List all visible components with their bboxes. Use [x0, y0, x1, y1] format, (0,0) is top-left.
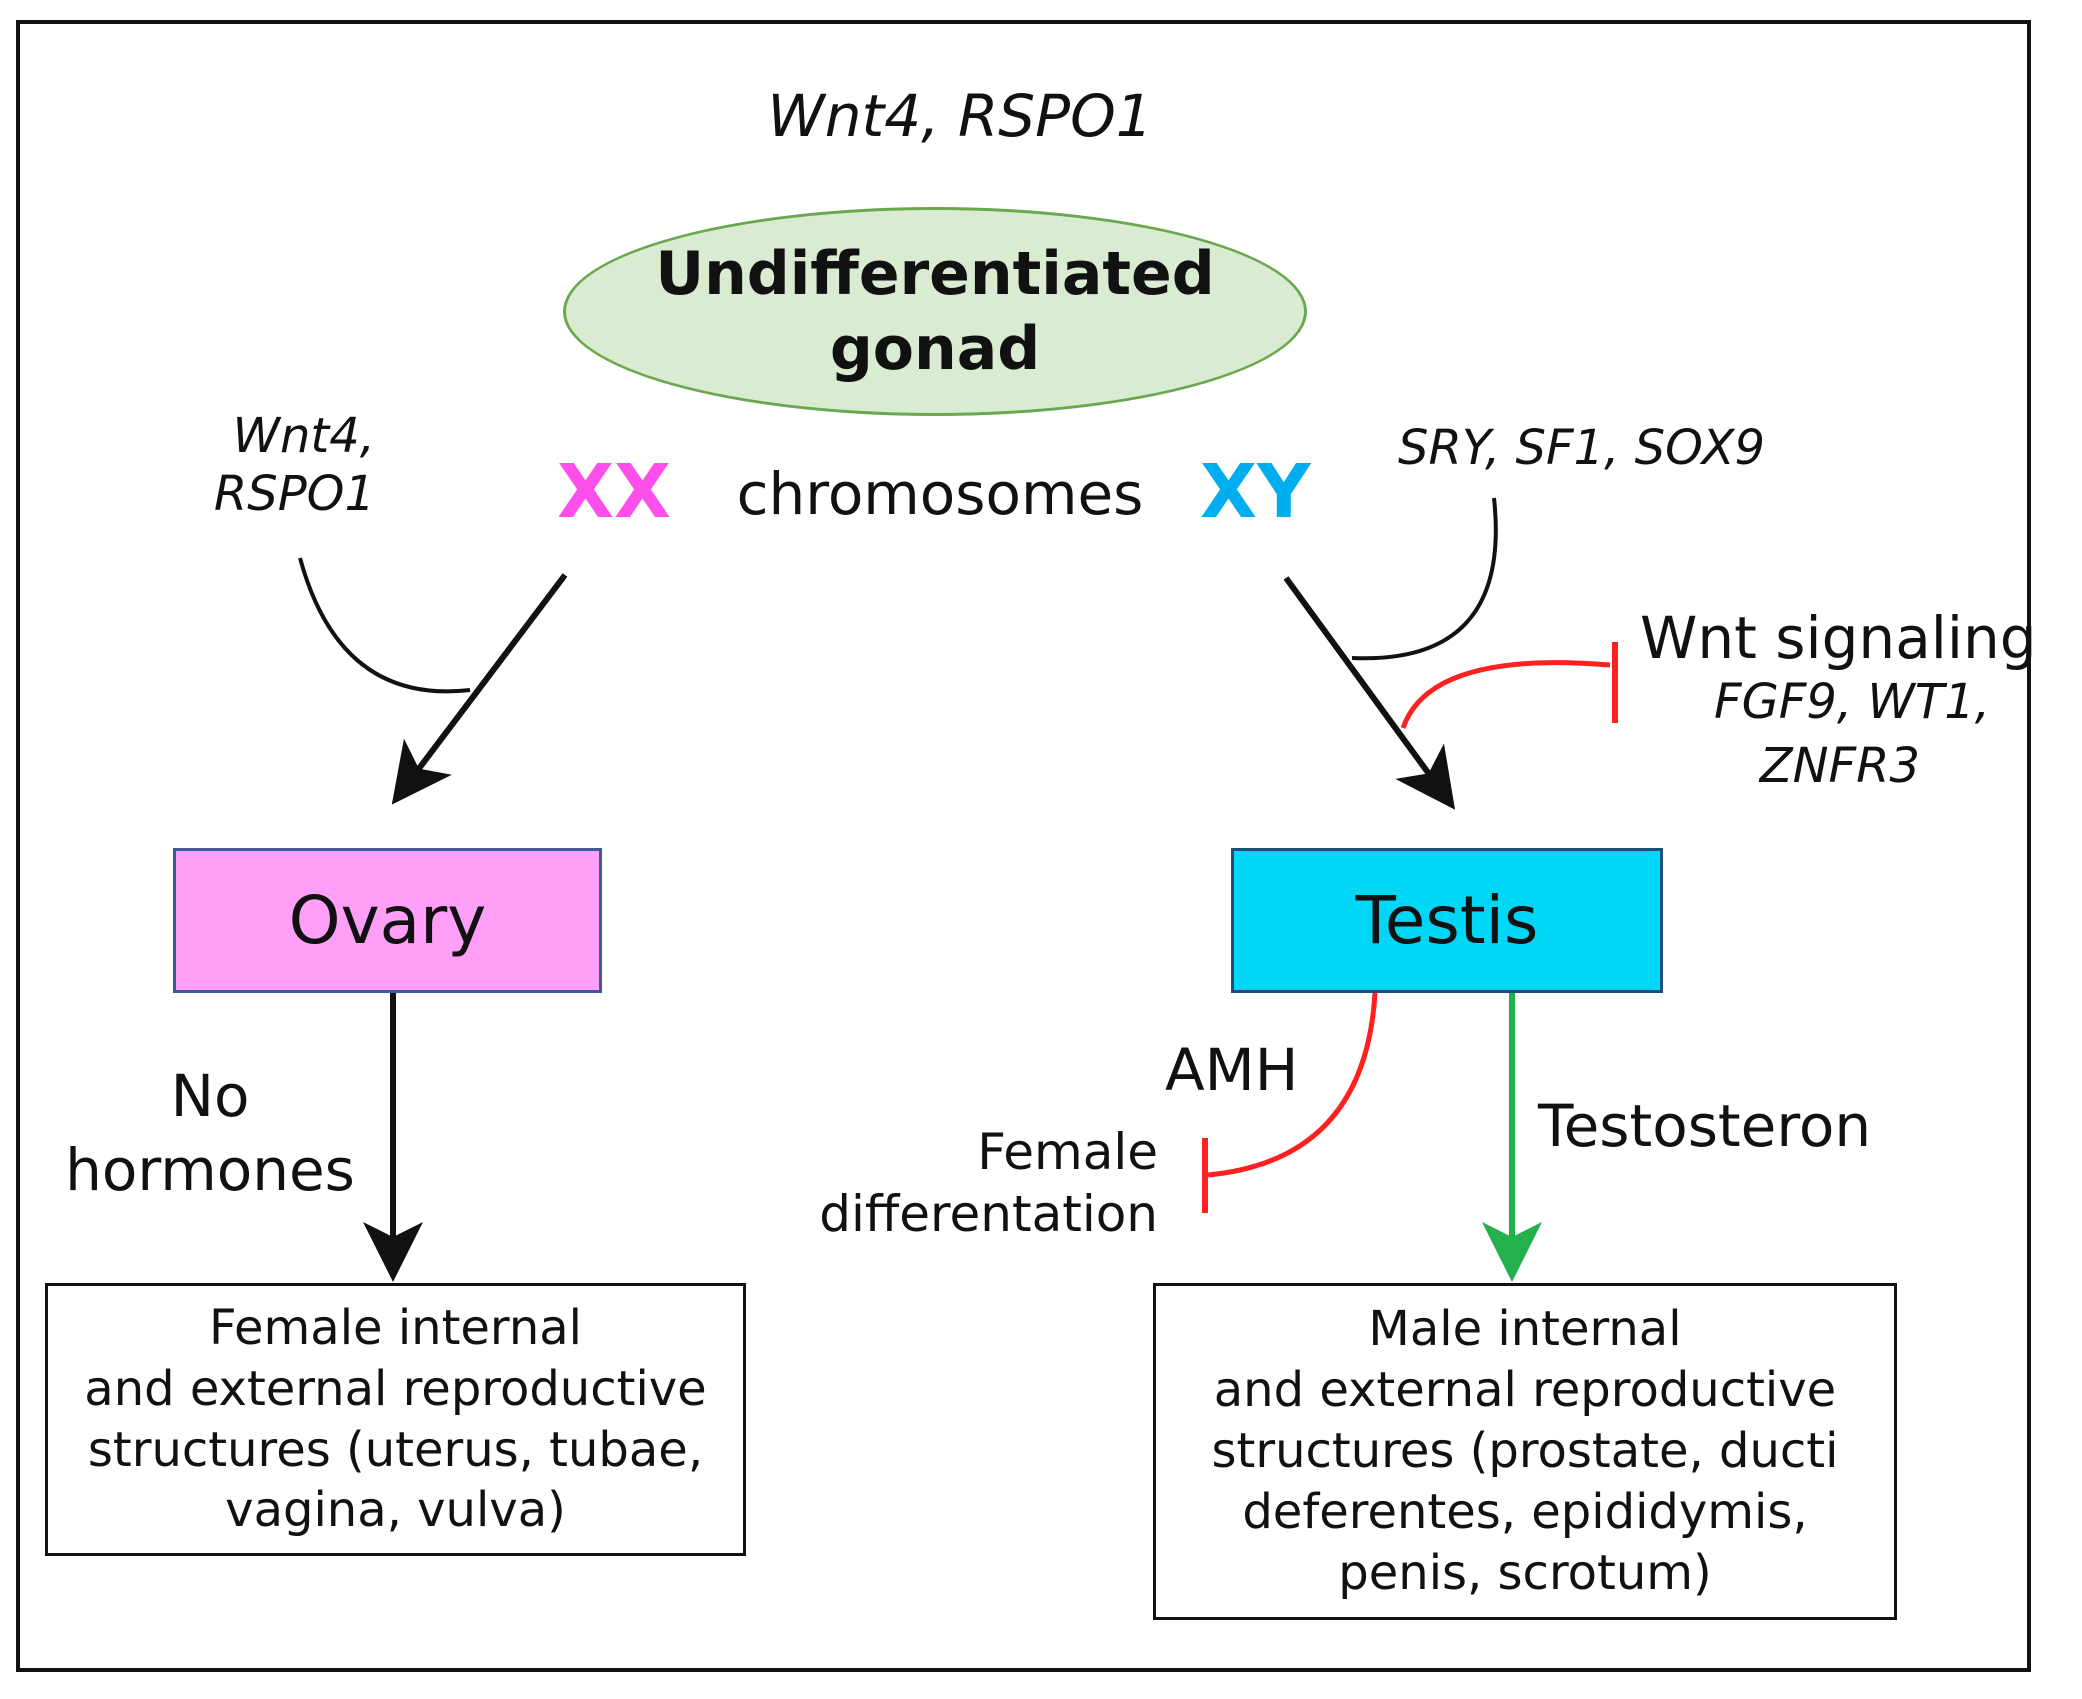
wnt-inhibition-curve	[1400, 660, 1611, 729]
male-structures-node: Male internal and external reproductive …	[1153, 1283, 1897, 1620]
testosteron-label: Testosteron	[1538, 1092, 1872, 1160]
amh-label: AMH	[1165, 1036, 1299, 1104]
amh-inhibition-curve	[1207, 992, 1378, 1178]
no-hormones-line1: No	[170, 1062, 250, 1130]
wnt-signaling-label: Wnt signaling	[1640, 604, 2037, 672]
right-genes-label: SRY, SF1, SOX9	[1398, 420, 1765, 476]
xx-to-ovary-arrow	[391, 573, 568, 805]
inhibitor-genes-line2: ZNFR3	[1759, 738, 1920, 794]
ovary-label: Ovary	[288, 882, 487, 959]
xx-karyotype-label: XX	[557, 449, 672, 535]
undifferentiated-gonad-node: Undifferentiated gonad	[563, 207, 1307, 416]
female-differentation-line2: differentation	[819, 1185, 1158, 1243]
top-genes-label: Wnt4, RSPO1	[767, 82, 1153, 150]
male-structures-label: Male internal and external reproductive …	[1211, 1301, 1839, 1601]
xy-karyotype-label: XY	[1200, 449, 1311, 535]
diagram-frame	[16, 20, 2031, 1672]
testis-node: Testis	[1231, 848, 1663, 993]
undifferentiated-gonad-label: Undifferentiated gonad	[655, 238, 1215, 384]
female-differentation-line1: Female	[977, 1123, 1158, 1181]
left-genes-line1: Wnt4,	[232, 408, 376, 464]
no-hormones-line2: hormones	[65, 1136, 355, 1204]
chromosomes-label: chromosomes	[736, 460, 1144, 528]
female-structures-node: Female internal and external reproductiv…	[45, 1283, 746, 1556]
testis-label: Testis	[1355, 882, 1539, 959]
sry-sf1-sox9-input-curve	[1351, 497, 1498, 661]
inhibitor-genes-line1: FGF9, WT1,	[1713, 674, 1990, 730]
wnt4-rspo1-input-curve	[298, 557, 471, 694]
ovary-node: Ovary	[173, 848, 602, 993]
female-structures-label: Female internal and external reproductiv…	[84, 1299, 707, 1539]
left-genes-line2: RSPO1	[213, 466, 375, 522]
xy-to-testis-arrow	[1283, 576, 1456, 810]
